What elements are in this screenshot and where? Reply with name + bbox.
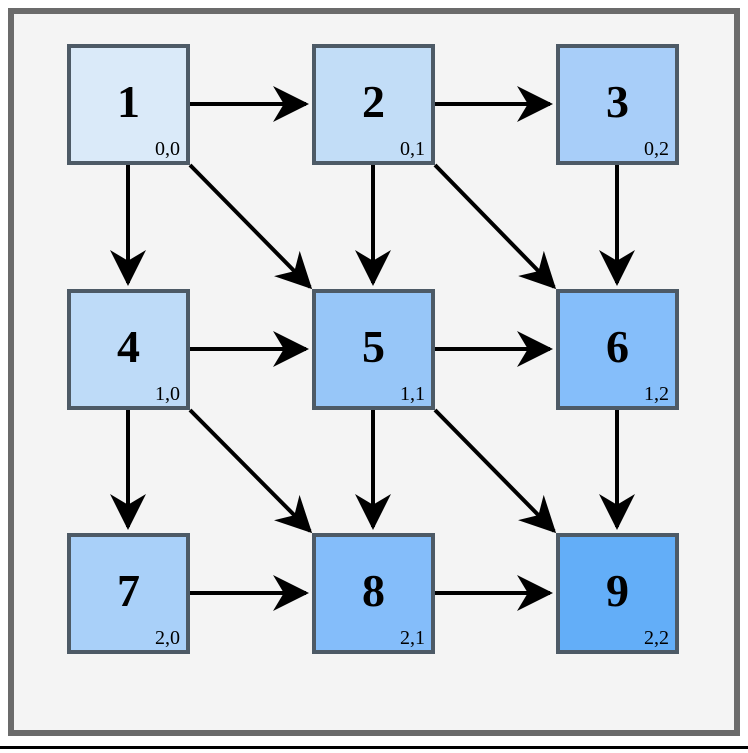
node-9[interactable]: 9 2,2 xyxy=(556,533,679,654)
node-3[interactable]: 3 0,2 xyxy=(556,44,679,165)
node-1-coord: 0,0 xyxy=(155,138,180,160)
node-8-number: 8 xyxy=(362,564,385,616)
node-2-number: 2 xyxy=(362,75,385,127)
node-2-coord: 0,1 xyxy=(400,138,425,160)
node-9-number: 9 xyxy=(606,564,629,616)
node-7[interactable]: 7 2,0 xyxy=(67,533,190,654)
node-1-number: 1 xyxy=(117,75,140,127)
node-4-coord: 1,0 xyxy=(155,383,180,405)
node-6[interactable]: 6 1,2 xyxy=(556,289,679,410)
node-6-coord: 1,2 xyxy=(644,383,669,405)
node-9-coord: 2,2 xyxy=(644,627,669,649)
node-4-number: 4 xyxy=(117,320,140,372)
node-7-coord: 2,0 xyxy=(155,627,180,649)
node-7-number: 7 xyxy=(117,564,140,616)
node-2[interactable]: 2 0,1 xyxy=(312,44,435,165)
node-1[interactable]: 1 0,0 xyxy=(67,44,190,165)
node-5-number: 5 xyxy=(362,320,385,372)
node-8-coord: 2,1 xyxy=(400,627,425,649)
bottom-rule xyxy=(0,746,748,749)
node-4[interactable]: 4 1,0 xyxy=(67,289,190,410)
node-3-coord: 0,2 xyxy=(644,138,669,160)
node-5-coord: 1,1 xyxy=(400,383,425,405)
node-5[interactable]: 5 1,1 xyxy=(312,289,435,410)
node-3-number: 3 xyxy=(606,75,629,127)
node-8[interactable]: 8 2,1 xyxy=(312,533,435,654)
node-6-number: 6 xyxy=(606,320,629,372)
